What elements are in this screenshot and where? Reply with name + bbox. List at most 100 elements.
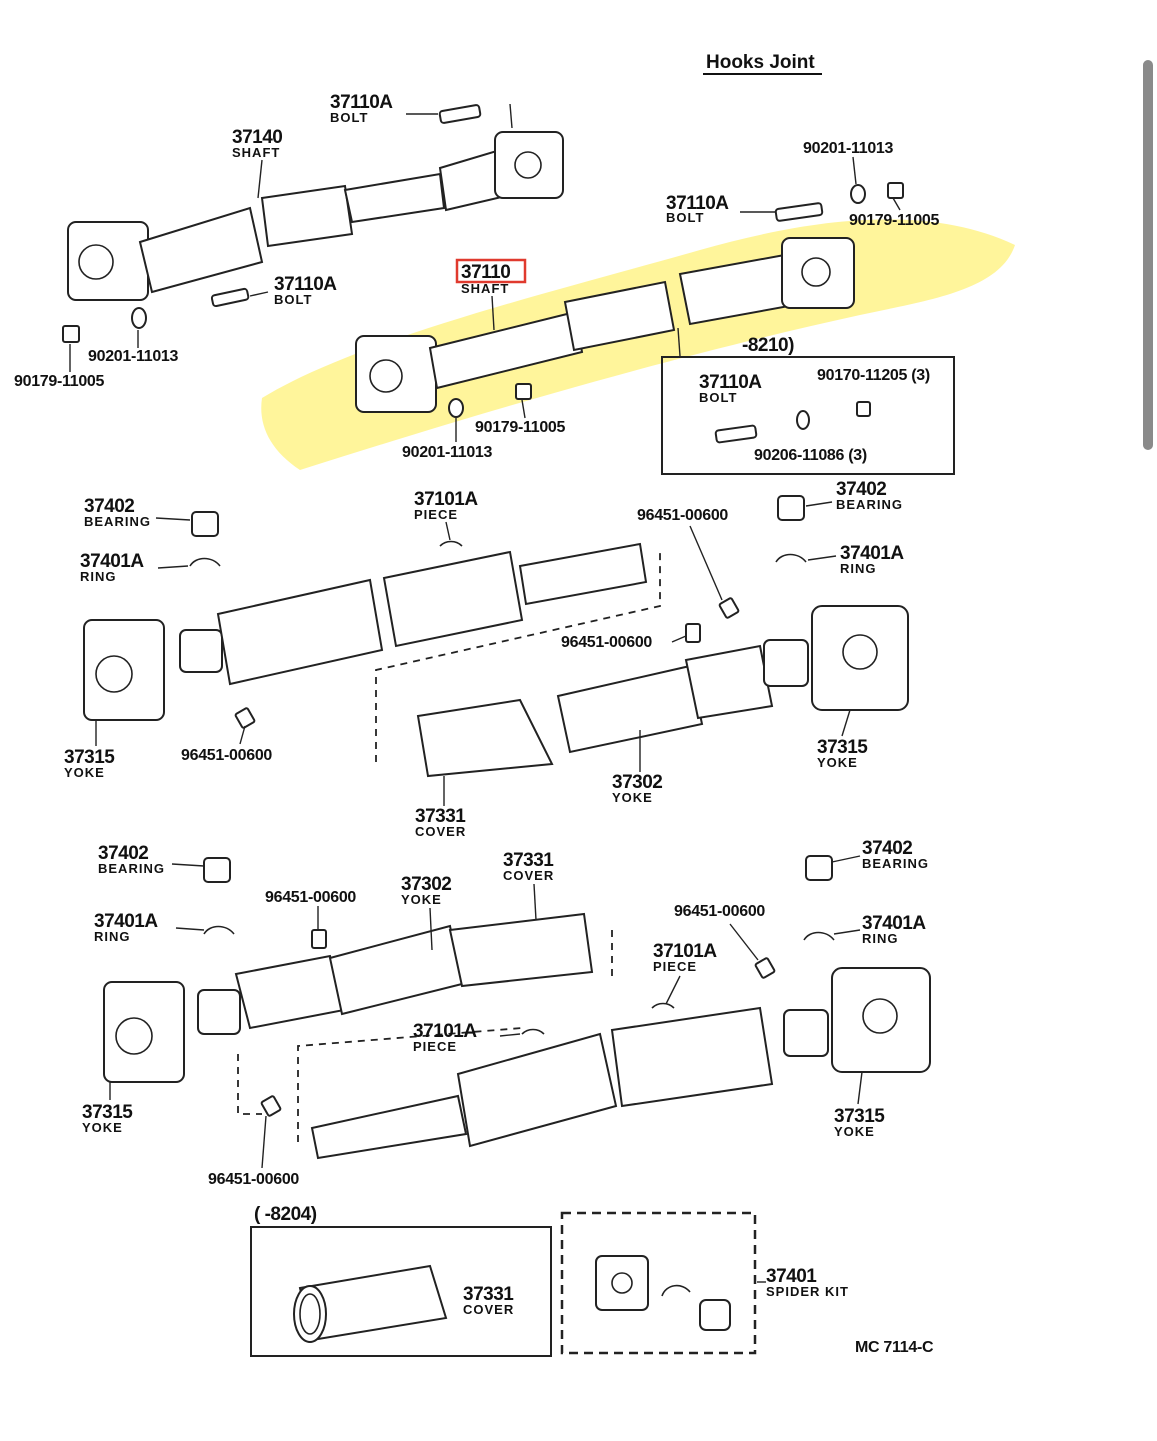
spider-kit-center-icon xyxy=(611,1272,633,1294)
mid-left-spider xyxy=(179,629,223,673)
washer-left-icon xyxy=(131,307,147,329)
label-low-yoke-slip-name: YOKE xyxy=(401,892,442,907)
upper-shaft-spline xyxy=(343,172,446,224)
low-right-flange-yoke xyxy=(831,967,931,1073)
label-low-piece-right-name: PIECE xyxy=(653,959,697,974)
spider-kit-bearing-icon xyxy=(699,1299,731,1331)
low-fitting-bottom-icon xyxy=(260,1095,282,1117)
inset-box-8204 xyxy=(250,1226,552,1357)
mid-bearing-left-icon xyxy=(191,511,219,537)
label-low-yoke-left-name: YOKE xyxy=(82,1120,123,1135)
spider-kit-dashed-box xyxy=(560,1211,757,1355)
inset-washer-icon xyxy=(796,410,810,430)
low-bearing-right-icon xyxy=(805,855,833,881)
low-slip-yoke-end xyxy=(234,954,346,1030)
label-mid-ring-right-name: RING xyxy=(840,561,877,576)
mid-fitting-mid-icon xyxy=(685,623,701,643)
label-mid-yoke-left-number: 37315 xyxy=(64,747,115,768)
label-bolt-mid-number: 37110A xyxy=(274,274,337,295)
label-inset-range: -8210) xyxy=(742,335,794,356)
label-bolt-top-number: 37110A xyxy=(330,92,393,113)
hl-left-flange-yoke xyxy=(355,335,437,413)
diagram-title: Hooks Joint xyxy=(706,52,815,73)
hl-right-flange-bore xyxy=(801,257,831,287)
label-bolt-right-number: 37110A xyxy=(666,193,729,214)
label-spider-kit-number: 37401 xyxy=(766,1266,817,1287)
top-hardware xyxy=(62,104,904,418)
label-bottom-cover-name: COVER xyxy=(463,1302,514,1317)
mid-ring-left-icon xyxy=(189,557,221,567)
low-slip-yoke-tube xyxy=(328,924,464,1016)
bottom-cover-bore xyxy=(299,1293,321,1335)
label-inset-bolt-name: BOLT xyxy=(699,390,737,405)
label-mid-ring-left-number: 37401A xyxy=(80,551,144,572)
mid-dashed-assembly-line xyxy=(375,552,661,762)
label-mid-yoke-left-name: YOKE xyxy=(64,765,105,780)
label-bolt-right-name: BOLT xyxy=(666,210,704,225)
low-bearing-left-icon xyxy=(203,857,231,883)
mid-left-flange-yoke xyxy=(83,619,165,721)
label-low-yoke-right-name: YOKE xyxy=(834,1124,875,1139)
scrollbar-thumb[interactable] xyxy=(1143,60,1153,450)
spider-kit-drawing xyxy=(595,1255,731,1331)
low-dashed-line-left xyxy=(237,1054,262,1115)
middle-hardware xyxy=(189,495,807,729)
low-fitting-top-icon xyxy=(311,929,327,949)
bolt-right-icon xyxy=(774,202,824,222)
label-mid-bearing-right-name: BEARING xyxy=(836,497,903,512)
hl-shaft-front xyxy=(428,310,584,390)
label-mid-piece-number: 37101A xyxy=(414,489,478,510)
label-low-ring-left-name: RING xyxy=(94,929,131,944)
upper-left-flange-bore xyxy=(78,244,114,280)
upper-right-flange-bore xyxy=(514,151,542,179)
low-shaft-tube-right xyxy=(610,1006,774,1108)
low-right-flange-bore xyxy=(862,998,898,1034)
spider-kit-cross-icon xyxy=(595,1255,649,1311)
label-mid-bearing-left-name: BEARING xyxy=(84,514,151,529)
low-dashed-line-center xyxy=(297,1027,523,1142)
low-piece-right-icon xyxy=(651,1002,675,1009)
mid-cover-tube xyxy=(416,698,554,778)
label-low-bearing-right-name: BEARING xyxy=(862,856,929,871)
label-washer-right-top: 90201-11013 xyxy=(803,140,894,157)
mid-fitting-left-icon xyxy=(234,707,256,729)
label-mid-cover-name: COVER xyxy=(415,824,466,839)
callout-box-37110 xyxy=(455,258,527,284)
mid-shaft-spline xyxy=(518,542,648,606)
label-low-yoke-right-number: 37315 xyxy=(834,1106,885,1127)
low-right-spider xyxy=(783,1009,829,1057)
hl-shaft-sleeve xyxy=(563,280,676,352)
label-inset-washer: 90206-11086 (3) xyxy=(754,447,867,464)
low-ring-left-icon xyxy=(203,925,235,935)
label-washer-lower: 90201-11013 xyxy=(402,444,493,461)
label-low-yoke-left-number: 37315 xyxy=(82,1102,133,1123)
highlighted-shaft-assembly xyxy=(355,237,855,413)
mid-right-flange-yoke xyxy=(811,605,909,711)
low-left-flange-bore xyxy=(115,1017,153,1055)
washer-right-top-icon xyxy=(850,184,866,204)
hl-right-flange-yoke xyxy=(781,237,855,309)
mid-piece-icon xyxy=(439,540,463,547)
mid-bearing-right-icon xyxy=(777,495,805,521)
label-bolt-top-name: BOLT xyxy=(330,110,368,125)
label-nut-right-top: 90179-11005 xyxy=(849,212,940,229)
bolt-mid-icon xyxy=(210,287,250,308)
mid-right-flange-bore xyxy=(842,634,878,670)
upper-shaft-tube-left xyxy=(138,206,264,294)
label-mid-ring-right-number: 37401A xyxy=(840,543,904,564)
mid-ring-right-icon xyxy=(775,553,807,563)
label-mid-bearing-left-number: 37402 xyxy=(84,496,134,517)
low-ring-right-icon xyxy=(803,931,835,941)
label-mid-bearing-right-number: 37402 xyxy=(836,479,886,500)
label-spider-kit-name: SPIDER KIT xyxy=(766,1284,849,1299)
low-left-spider xyxy=(197,989,241,1035)
hl-left-flange-bore xyxy=(369,359,403,393)
label-shaft-highlight-number: 37110 xyxy=(461,262,510,283)
washer-lower-icon xyxy=(448,398,464,418)
nut-left-icon xyxy=(62,325,80,343)
low-fitting-right-icon xyxy=(754,957,776,979)
label-bottom-range: ( -8204) xyxy=(254,1204,317,1225)
label-low-piece-center-name: PIECE xyxy=(413,1039,457,1054)
low-shaft-spline xyxy=(310,1094,468,1160)
